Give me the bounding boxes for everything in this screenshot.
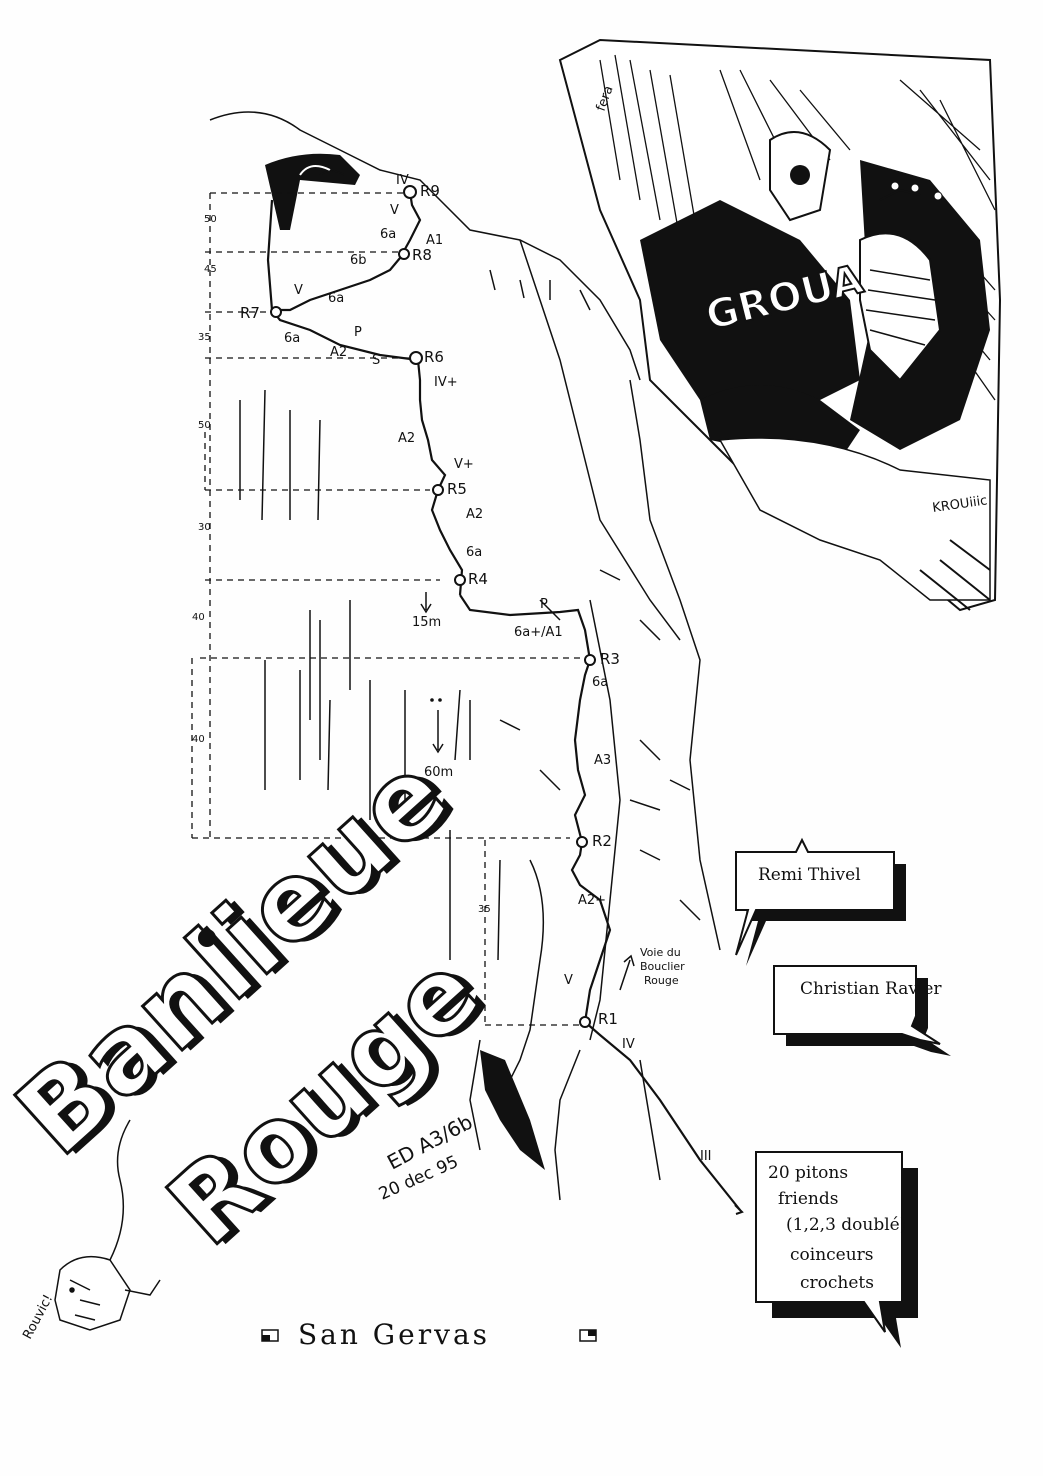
grade-p4a: 6a+/A1: [514, 625, 563, 640]
belay-r6: R6: [424, 348, 444, 366]
grade-p9b: 6a: [380, 227, 396, 242]
svg-text:Christian Ravier: Christian Ravier: [800, 979, 942, 999]
svg-text:(1,2,3 doublé): (1,2,3 doublé): [786, 1215, 906, 1235]
grade-p5a: 6a: [466, 545, 482, 560]
svg-text:Bouclier: Bouclier: [640, 960, 685, 973]
svg-text:coinceurs: coinceurs: [790, 1245, 874, 1265]
svg-text:20 pitons: 20 pitons: [768, 1163, 848, 1183]
location-name: San Gervas: [298, 1318, 490, 1351]
belay-r5: R5: [447, 480, 467, 498]
grade-approach-iv: IV: [622, 1037, 635, 1052]
pitch-length: 40: [192, 612, 205, 623]
grade-approach-iii: III: [700, 1149, 712, 1164]
grade-p6b: A2: [398, 431, 415, 446]
gear-bubble: 20 pitons friends (1,2,3 doublé) coinceu…: [755, 1151, 918, 1348]
svg-text:Voie du: Voie du: [640, 946, 681, 959]
rappels: 15m 60m: [412, 592, 453, 780]
grade-p7b: A2: [330, 345, 347, 360]
pitch-grades: IV III V A2+ A3 6a 6a+/A1 P 6a A2 V+ A2 …: [284, 173, 712, 1164]
belay-r1: R1: [598, 1010, 618, 1028]
location: San Gervas: [261, 1318, 597, 1351]
pitch-length: 45: [204, 264, 217, 275]
other-route-note: Voie du Bouclier Rouge: [619, 946, 685, 991]
grade-p7d: 6a: [284, 331, 300, 346]
pitch-lengths: 50 45 35 50 30 40 40 35: [192, 214, 491, 915]
grade-p9d: IV: [396, 173, 409, 188]
grade-p6c: IV+: [434, 375, 458, 390]
grade-p8b: V: [294, 283, 303, 298]
route-line: [266, 191, 741, 1211]
svg-text:Rouge: Rouge: [644, 974, 679, 987]
belay-labels: R1 R2 R3 R4 R5 R6 R7 R8 R9: [240, 182, 620, 1028]
comic-panel: GROUA KROUiiic fera: [558, 38, 1002, 612]
rappel-60m: 60m: [424, 765, 453, 780]
belay-r4: R4: [468, 570, 488, 588]
pitch-length: 50: [204, 214, 217, 225]
pitch-length: 35: [198, 332, 211, 343]
author-bubble-2: Christian Ravier: [773, 965, 951, 1056]
pitch-length: 30: [198, 522, 211, 533]
grade-p3b: 6a: [592, 675, 608, 690]
rat-drawing: [54, 1119, 161, 1331]
chasm: [480, 1050, 545, 1170]
grade-p8a: 6a: [328, 291, 344, 306]
summit-block: [265, 153, 360, 230]
grade-p7a: S: [372, 353, 380, 368]
grade-p1: V: [564, 973, 573, 988]
grade-p8c: 6b: [350, 253, 367, 268]
belay-r2: R2: [592, 832, 612, 850]
belay-r3: R3: [600, 650, 620, 668]
svg-text:crochets: crochets: [800, 1273, 874, 1293]
pitch-length: 50: [198, 420, 211, 431]
pitch-dividers: [191, 192, 580, 1026]
start-arrow-icon: [734, 1204, 744, 1215]
svg-text:friends: friends: [778, 1189, 838, 1209]
grade-p9a: A1: [426, 233, 443, 248]
grade-p5b: A2: [466, 507, 483, 522]
rock-face: [209, 111, 721, 1201]
rappel-15m: 15m: [412, 615, 441, 630]
grade-p6a: V+: [454, 457, 474, 472]
grade-p3a: A3: [594, 753, 611, 768]
pitch-length: 35: [478, 904, 491, 915]
title-dot: [198, 929, 216, 947]
grade-p2: A2+: [578, 893, 606, 908]
grade-p4b: P: [540, 597, 548, 612]
svg-text:Remi Thivel: Remi Thivel: [758, 865, 861, 885]
belay-stations: [270, 185, 596, 1028]
belay-r7: R7: [240, 304, 260, 322]
grade-p7c: P: [354, 325, 362, 340]
artist-signature-bottom: Rouvic!: [20, 1292, 56, 1342]
author-bubble-1: Remi Thivel: [735, 837, 906, 966]
pitch-length: 40: [192, 734, 205, 745]
belay-r9: R9: [420, 182, 440, 200]
belay-r8: R8: [412, 246, 432, 264]
grade-p9c: V: [390, 203, 399, 218]
